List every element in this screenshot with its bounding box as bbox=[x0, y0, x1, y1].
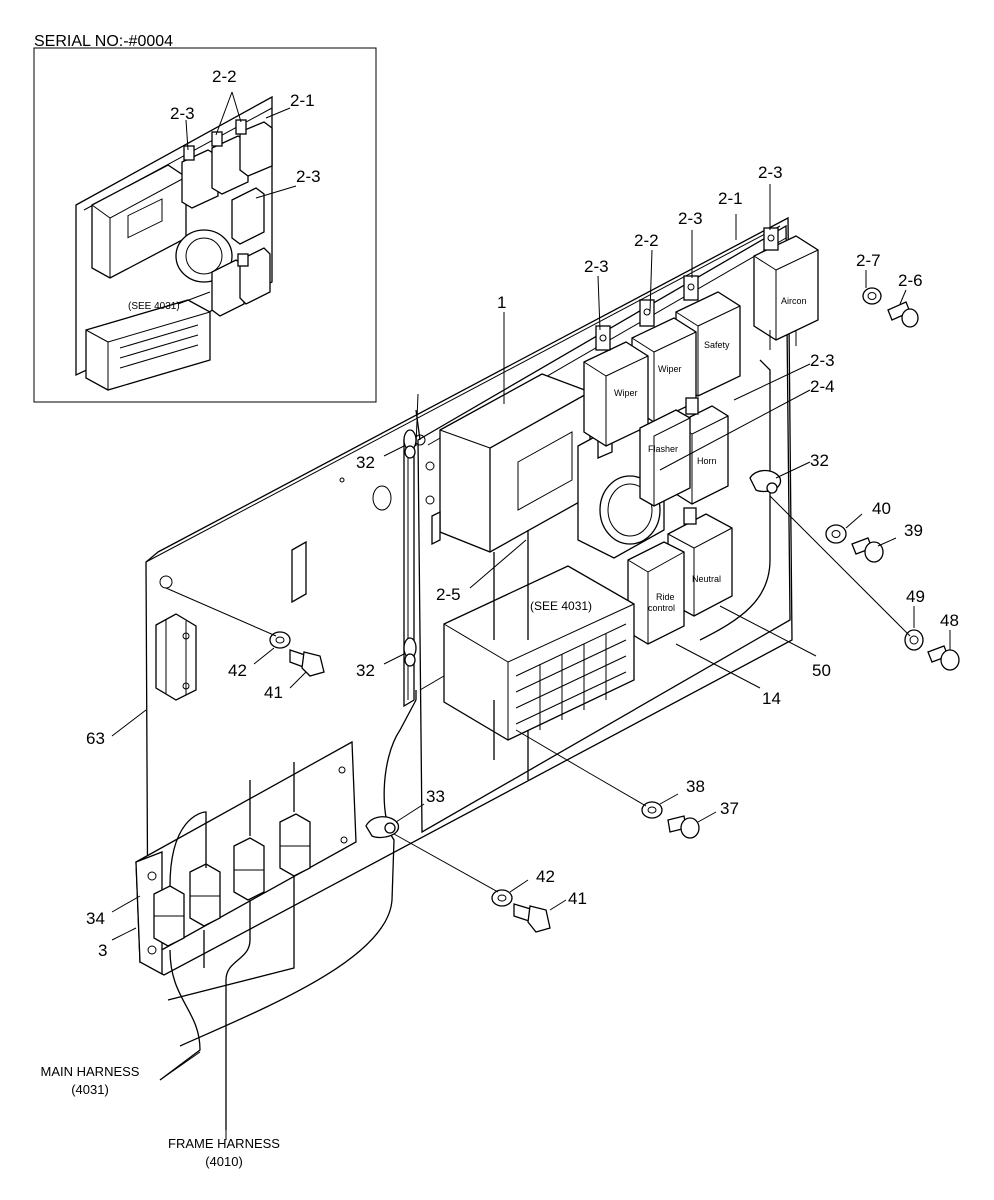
callout-2-6: 2-6 bbox=[898, 271, 923, 290]
callout-2-3-left: 2-3 bbox=[584, 257, 609, 276]
clip-32-right bbox=[749, 469, 782, 494]
callout-2-3-right: 2-3 bbox=[810, 351, 835, 370]
inset-callout-2-2: 2-2 bbox=[212, 67, 237, 86]
svg-text:Aircon: Aircon bbox=[781, 296, 807, 306]
screw-48 bbox=[927, 645, 960, 671]
main-harness-label: MAIN HARNESS bbox=[41, 1064, 140, 1079]
callout-50: 50 bbox=[812, 661, 831, 680]
u-bracket bbox=[155, 613, 197, 701]
washer-2-7 bbox=[862, 287, 882, 305]
svg-text:Neutral: Neutral bbox=[692, 574, 721, 584]
inset-see-note: (SEE 4031) bbox=[128, 301, 180, 312]
inset-callout-2-1: 2-1 bbox=[290, 91, 315, 110]
callout-2-1: 2-1 bbox=[718, 189, 743, 208]
frame-harness-ref: (4010) bbox=[205, 1154, 243, 1169]
callout-49: 49 bbox=[906, 587, 925, 606]
inset-callout-2-3-left: 2-3 bbox=[170, 104, 195, 123]
callout-32-right: 32 bbox=[810, 451, 829, 470]
callout-2-5: 2-5 bbox=[436, 585, 461, 604]
svg-text:Safety: Safety bbox=[704, 340, 730, 350]
see-note-main: (SEE 4031) bbox=[530, 599, 592, 613]
callout-41-bottom: 41 bbox=[568, 889, 587, 908]
svg-text:Horn: Horn bbox=[697, 456, 717, 466]
harness-wires bbox=[159, 359, 771, 1130]
callout-39: 39 bbox=[904, 521, 923, 540]
callout-2-4: 2-4 bbox=[810, 377, 835, 396]
washer-38 bbox=[641, 801, 663, 819]
callout-48: 48 bbox=[940, 611, 959, 630]
relay-aircon: Aircon bbox=[753, 227, 819, 350]
bolt-41-bottom bbox=[513, 903, 551, 933]
svg-text:control: control bbox=[648, 603, 675, 613]
callout-32-mid: 32 bbox=[356, 661, 375, 680]
callout-2-2: 2-2 bbox=[634, 231, 659, 250]
callout-3: 3 bbox=[98, 941, 107, 960]
washer-40 bbox=[825, 524, 847, 544]
callout-32-top: 32 bbox=[356, 453, 375, 472]
callout-2-3-upper: 2-3 bbox=[678, 209, 703, 228]
harness-labels: MAIN HARNESS (4031) FRAME HARNESS (4010) bbox=[41, 1064, 281, 1169]
frame-harness-label: FRAME HARNESS bbox=[168, 1136, 280, 1151]
callout-1: 1 bbox=[497, 293, 506, 312]
serial-number-label: SERIAL NO:-#0004 bbox=[34, 33, 173, 50]
leader-lines bbox=[111, 184, 951, 1140]
bolt-41-left bbox=[289, 649, 325, 677]
screw-2-6 bbox=[887, 301, 919, 328]
controller-unit bbox=[431, 373, 591, 553]
svg-text:Flasher: Flasher bbox=[648, 444, 678, 454]
callout-labels: 1 2-1 2-2 2-3 2-3 2-3 2-3 2-4 2-5 2-6 2-… bbox=[86, 163, 959, 960]
svg-text:Wiper: Wiper bbox=[658, 364, 682, 374]
callout-14: 14 bbox=[762, 689, 781, 708]
bolt-39 bbox=[851, 537, 884, 563]
svg-text:Wiper: Wiper bbox=[614, 388, 638, 398]
callout-63: 63 bbox=[86, 729, 105, 748]
mounting-strip bbox=[291, 540, 307, 604]
relay-flasher: Flasher bbox=[639, 409, 691, 507]
main-connector-block bbox=[419, 565, 635, 741]
svg-text:Ride: Ride bbox=[656, 592, 675, 602]
inset-frame bbox=[33, 47, 377, 403]
callout-42-left: 42 bbox=[228, 661, 247, 680]
relay-ride-control: Ride control bbox=[627, 541, 685, 645]
callout-33: 33 bbox=[426, 787, 445, 806]
callout-34: 34 bbox=[86, 909, 105, 928]
inset-callout-2-3-right: 2-3 bbox=[296, 167, 321, 186]
callout-2-7: 2-7 bbox=[856, 251, 881, 270]
callout-37: 37 bbox=[720, 799, 739, 818]
clip-33 bbox=[365, 816, 400, 839]
callout-38: 38 bbox=[686, 777, 705, 796]
callout-42-bottom: 42 bbox=[536, 867, 555, 886]
callout-40: 40 bbox=[872, 499, 891, 518]
main-harness-ref: (4031) bbox=[71, 1082, 109, 1097]
clip-32-top bbox=[403, 429, 417, 459]
inset-relays bbox=[181, 119, 273, 317]
washer-42-bottom bbox=[491, 889, 513, 907]
callout-2-3-top-right: 2-3 bbox=[758, 163, 783, 182]
plate-hole-oval bbox=[372, 485, 392, 511]
inset-box: 2-2 2-1 2-3 2-3 (SEE 4031) bbox=[33, 47, 377, 403]
callout-41-left: 41 bbox=[264, 683, 283, 702]
terminal-relays bbox=[153, 813, 311, 947]
bolt-37 bbox=[667, 815, 700, 839]
clip-32-mid bbox=[403, 637, 417, 667]
